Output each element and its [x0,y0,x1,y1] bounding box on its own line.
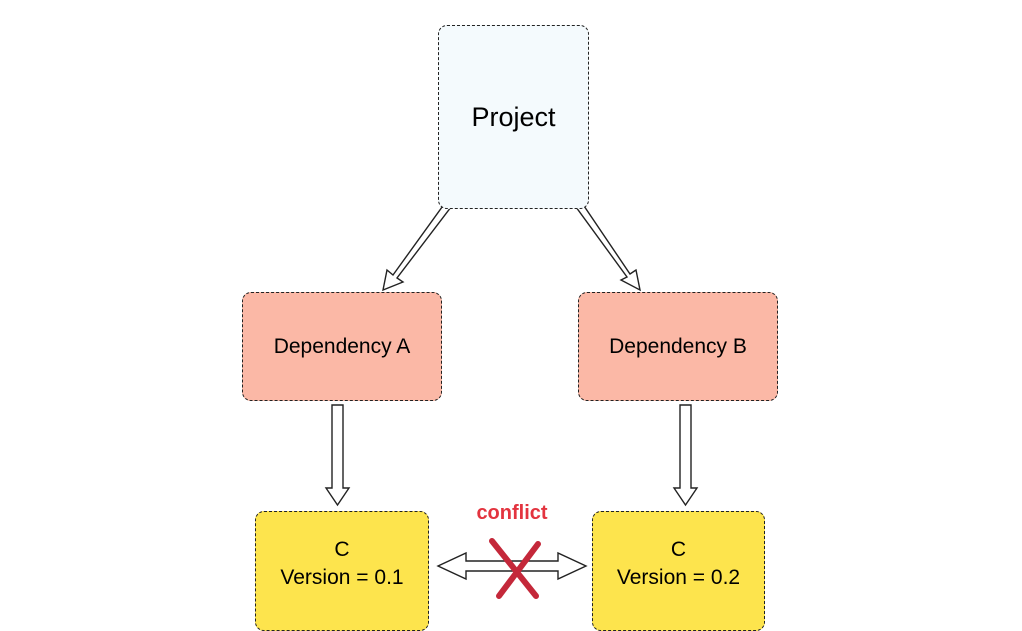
c-right-version: Version = 0.2 [616,566,741,589]
c-left-version: Version = 0.1 [280,566,404,589]
arrow-dependency-b-to-c-right [672,404,699,507]
c-right-name: C [670,538,687,561]
dependency-b-node: Dependency B [578,292,778,401]
c-left-node: C Version = 0.1 [255,511,429,631]
arrow-project-to-dependency-a [382,202,453,292]
arrow-dependency-a-to-c-left [324,404,351,507]
diagram-connectors [324,202,699,599]
conflict-label: conflict [476,502,548,524]
c-left-name: C [334,538,350,561]
dependency-b-label: Dependency B [609,334,747,358]
project-node: Project [438,25,589,209]
project-label: Project [471,101,556,132]
arrow-project-to-dependency-b [575,202,641,292]
dependency-a-node: Dependency A [242,292,442,401]
dependency-a-label: Dependency A [273,334,411,358]
conflict-cross-icon [489,538,541,599]
c-right-node: C Version = 0.2 [592,511,765,631]
